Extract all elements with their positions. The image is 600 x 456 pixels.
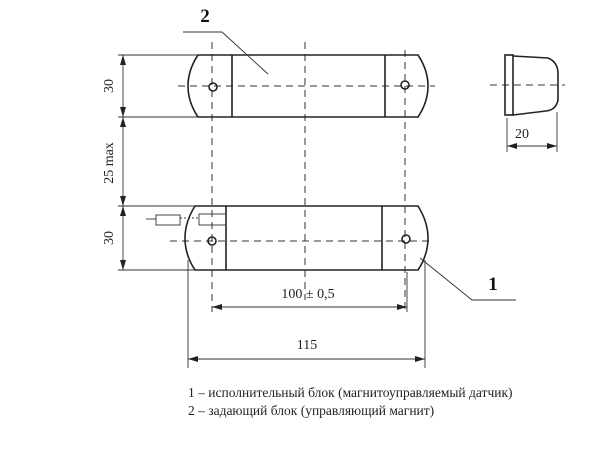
dim-overall-length: 115 — [297, 338, 317, 353]
cable-outlet — [198, 213, 227, 226]
dim-bottom-height: 30 — [102, 231, 117, 245]
callout-2: 2 — [200, 6, 210, 27]
horizontal-dimensions: 100 ± 0,5 115 20 — [187, 112, 558, 368]
dim-hole-spacing: 100 ± 0,5 — [281, 287, 334, 302]
mounting-hole — [400, 80, 410, 90]
sensor-block-top-view — [146, 205, 429, 271]
mounting-hole — [207, 236, 217, 246]
cable — [155, 214, 181, 226]
mounting-hole — [401, 234, 411, 244]
legend-item-2: 2 – задающий блок (управляющий магнит) — [188, 403, 435, 418]
vertical-dimensions: 30 25 max 30 — [102, 54, 198, 271]
dim-side-width: 20 — [515, 127, 529, 142]
callout-1: 1 — [488, 274, 498, 295]
dim-top-height: 30 — [102, 79, 117, 93]
legend-item-1: 1 – исполнительный блок (магнитоуправляе… — [188, 385, 513, 400]
callout-leaders: 2 1 — [183, 6, 516, 301]
side-view — [504, 54, 559, 116]
magnet-block-top-view — [187, 54, 429, 118]
mounting-hole — [208, 82, 218, 92]
dim-gap: 25 max — [102, 142, 117, 184]
center-lines — [170, 42, 565, 312]
